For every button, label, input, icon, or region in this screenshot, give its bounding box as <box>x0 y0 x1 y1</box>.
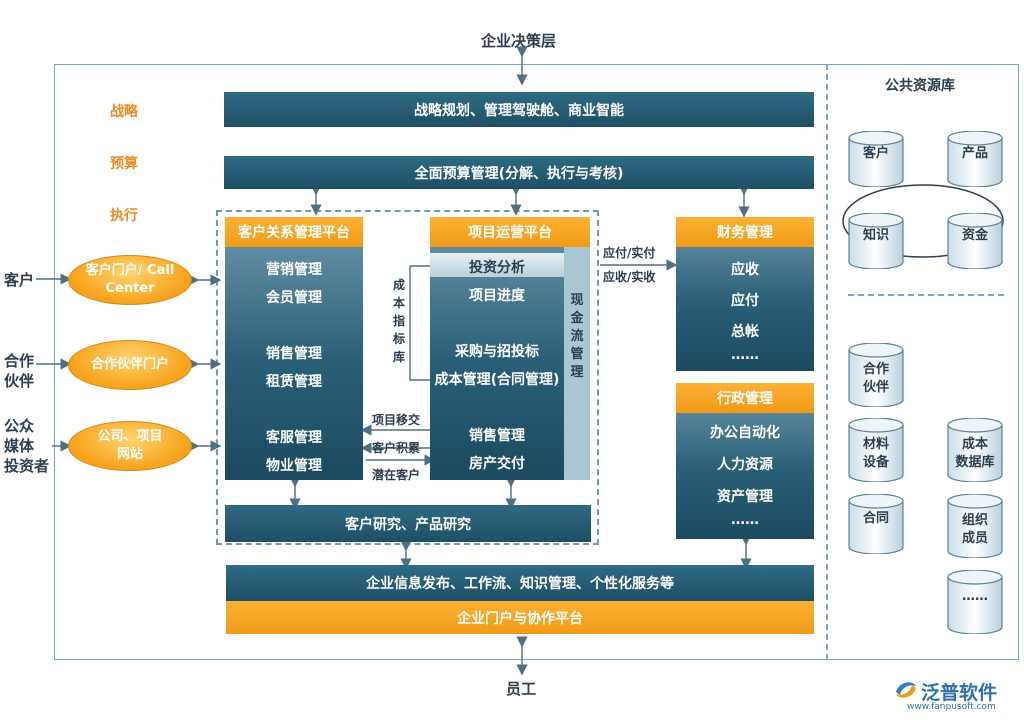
fanpu-logo-url: www.fanpusoft.com <box>907 702 996 712</box>
fanpu-logo: 泛普软件 www.fanpusoft.com <box>893 676 1019 716</box>
resource-product-cylinder: 产品 <box>947 131 1003 187</box>
resource-cost-db-cylinder: 成本 数据库 <box>947 418 1003 482</box>
external-label-customer: 客户 <box>4 271 35 289</box>
finance-item-payable: 应付 <box>731 293 759 309</box>
company-website-label: 公司、项目 网站 <box>97 429 163 462</box>
resource-funds-cylinder: 资金 <box>947 213 1003 269</box>
admin-item-assets: 资产管理 <box>717 489 773 505</box>
crm-item-property: 物业管理 <box>266 458 322 474</box>
resource-funds-shape <box>947 213 1003 269</box>
divider-vertical <box>826 64 828 660</box>
finance-item-more: …… <box>731 347 759 363</box>
divider-resource <box>848 294 1004 296</box>
crm-item-service: 客服管理 <box>266 430 322 446</box>
resource-contract-shape <box>848 494 904 554</box>
cashflow-column <box>564 247 590 480</box>
customer-portal-label: 客户门户/ Call Center <box>85 263 175 296</box>
level-strategy: 战略 <box>110 104 138 120</box>
transfer-project-handover: 项目移交 <box>372 413 421 427</box>
project-panel: 项目运营平台 投资分析 项目进度 采购与招投标 成本管理(合同管理) 销售管理 … <box>430 217 590 480</box>
resource-product-label: 产品 <box>961 145 988 161</box>
resource-funds-label: 资金 <box>961 227 988 243</box>
external-label-public: 公众 媒体 投资者 <box>4 417 50 475</box>
finance-link-receivable: 应收/实收 <box>603 270 656 284</box>
resource-cost-db-label: 成本 数据库 <box>955 436 995 470</box>
resource-materials-cylinder: 材料 设备 <box>848 418 904 482</box>
admin-item-more: …… <box>731 512 759 528</box>
resource-product-shape <box>947 131 1003 187</box>
resource-materials-shape <box>848 418 904 482</box>
level-execution: 执行 <box>110 208 138 224</box>
research-bar: 客户研究、产品研究 <box>225 505 591 542</box>
level-budget: 预算 <box>110 156 138 172</box>
crm-title: 客户关系管理平台 <box>225 217 363 247</box>
resource-more-cylinder: …… <box>947 570 1003 634</box>
finance-item-ledger: 总帐 <box>731 324 759 340</box>
portal-bar: 企业门户与协作平台 <box>226 601 814 634</box>
resource-org-members-shape <box>947 494 1003 558</box>
project-item-sales: 销售管理 <box>469 428 525 444</box>
bottom-label: 员工 <box>506 680 537 698</box>
project-item-procurement: 采购与招投标 <box>455 344 539 360</box>
admin-panel: 行政管理 办公自动化 人力资源 资产管理 …… <box>676 383 814 539</box>
finance-item-receivable: 应收 <box>731 262 759 278</box>
resource-partner-label: 合作 伙伴 <box>862 361 889 395</box>
resource-more-shape <box>947 570 1003 634</box>
resource-ring <box>842 184 1004 258</box>
resource-customer-cylinder: 客户 <box>848 131 904 187</box>
transfer-customer-accumulation: 客户积累 <box>372 441 421 455</box>
resource-knowledge-label: 知识 <box>862 227 889 243</box>
resource-partner-cylinder: 合作 伙伴 <box>848 343 904 407</box>
fanpu-logo-name: 泛普软件 <box>921 682 998 704</box>
partner-portal-label: 合作伙伴门户 <box>90 357 169 372</box>
resource-partner-shape <box>848 343 904 407</box>
investment-analysis-highlight <box>430 253 564 277</box>
crm-item-sales: 销售管理 <box>266 346 322 362</box>
resource-title: 公共资源库 <box>885 78 955 94</box>
crm-item-lease: 租赁管理 <box>266 374 322 390</box>
resource-org-members-label: 组织 成员 <box>961 512 988 546</box>
info-bar: 企业信息发布、工作流、知识管理、个性化服务等 <box>226 565 814 601</box>
finance-panel: 财务管理 应收 应付 总帐 …… <box>676 217 814 371</box>
project-item-cost: 成本管理(合同管理) <box>434 372 560 388</box>
resource-org-members-cylinder: 组织 成员 <box>947 494 1003 558</box>
fanpu-logo-icon <box>896 682 916 698</box>
external-label-partner: 合作 伙伴 <box>4 352 35 390</box>
strategy-bar: 战略规划、管理驾驶舱、商业智能 <box>224 92 814 127</box>
project-item-delivery: 房产交付 <box>469 456 525 472</box>
resource-contract-cylinder: 合同 <box>848 494 904 554</box>
crm-panel: 客户关系管理平台 营销管理 会员管理 销售管理 租赁管理 客服管理 物业管理 <box>225 217 363 480</box>
resource-contract-label: 合同 <box>862 510 889 526</box>
crm-item-marketing: 营销管理 <box>266 262 322 278</box>
resource-more-label: …… <box>962 588 988 604</box>
partner-portal-oval[interactable]: 合作伙伴门户 <box>68 340 192 390</box>
admin-item-hr: 人力资源 <box>717 457 773 473</box>
budget-bar: 全面预算管理(分解、执行与考核) <box>224 156 814 189</box>
finance-title: 财务管理 <box>676 217 814 247</box>
cost-index-library: 成本指标库 <box>392 278 405 364</box>
resource-knowledge-cylinder: 知识 <box>848 213 904 269</box>
top-label: 企业决策层 <box>481 32 557 50</box>
resource-customer-shape <box>848 131 904 187</box>
resource-materials-label: 材料 设备 <box>862 436 889 470</box>
project-item-schedule: 项目进度 <box>469 288 525 304</box>
company-website-oval[interactable]: 公司、项目 网站 <box>68 421 192 471</box>
finance-link-payable: 应付/实付 <box>603 246 656 260</box>
resource-knowledge-shape <box>848 213 904 269</box>
resource-cost-db-shape <box>947 418 1003 482</box>
crm-item-member: 会员管理 <box>266 290 322 306</box>
admin-item-oa: 办公自动化 <box>710 425 780 441</box>
customer-portal-oval[interactable]: 客户门户/ Call Center <box>68 255 192 305</box>
admin-title: 行政管理 <box>676 383 814 413</box>
project-item-investment: 投资分析 <box>469 260 525 276</box>
cashflow-label: 现金流管理 <box>570 293 584 380</box>
resource-customer-label: 客户 <box>862 145 889 161</box>
outer-frame <box>54 64 1019 660</box>
transfer-potential-customer: 潜在客户 <box>372 468 421 482</box>
project-title: 项目运营平台 <box>430 217 590 247</box>
